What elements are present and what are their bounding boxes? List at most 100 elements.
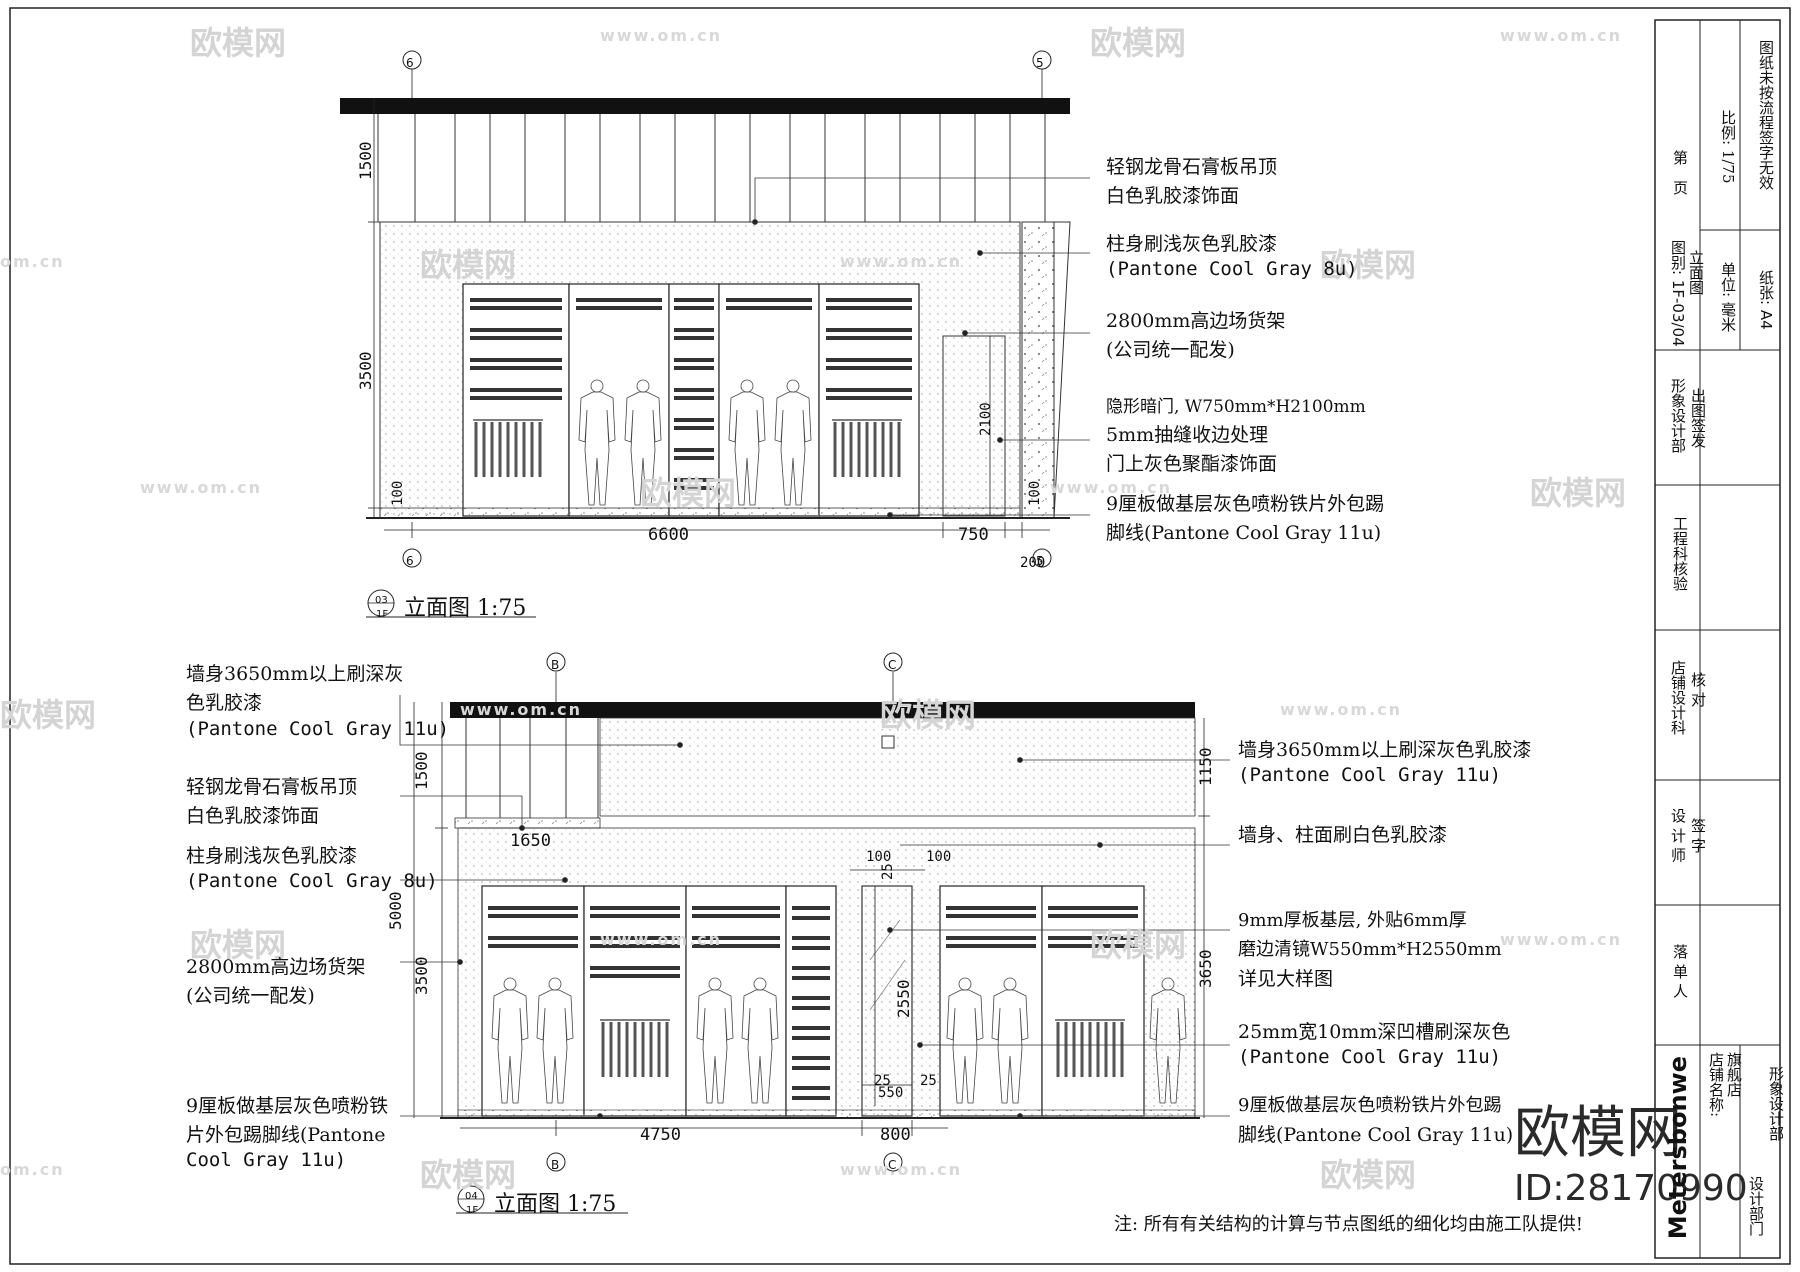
note-text: 磨边清镜W550mm*H2550mm	[1238, 939, 1502, 960]
note-text: (公司统一配发)	[1106, 339, 1235, 361]
dim-text: 25	[880, 863, 896, 880]
axis-label: B	[551, 1158, 560, 1172]
tb-dept-issue: 出图签发	[1689, 388, 1707, 448]
note-text: 门上灰色聚酯漆饰面	[1106, 453, 1278, 475]
tb-store-design: 店铺设计科	[1669, 660, 1687, 735]
watermark-url: www.om.cn	[460, 700, 583, 719]
watermark-url: www.om.cn	[840, 252, 963, 271]
axis-label: 5	[1036, 554, 1044, 568]
dim-text: 4750	[640, 1125, 681, 1145]
tb-design-dept: 设计部门	[1747, 1176, 1765, 1236]
note-text: 5mm抽缝收边处理	[1106, 424, 1269, 446]
watermark-url: www.om.cn	[1050, 478, 1173, 497]
elevation-2	[399, 652, 1230, 1214]
elevation-1	[340, 50, 1090, 618]
note-text: 详见大样图	[1238, 968, 1334, 990]
note-text: 轻钢龙骨石膏板吊顶	[186, 776, 358, 798]
dim-text: 3500	[356, 351, 375, 390]
axis-label: C	[888, 1158, 897, 1172]
tb-unit: 单位: 毫米	[1719, 262, 1737, 332]
note-text: 25mm宽10mm深凹槽刷深灰色	[1238, 1021, 1511, 1043]
note-text: 9厘板做基层灰色喷粉铁片外包踢	[1238, 1095, 1502, 1116]
watermark-brand: 欧模网	[1090, 926, 1187, 964]
dim-text: 550	[878, 1085, 904, 1101]
note-text: Cool Gray 11u)	[186, 1149, 347, 1171]
dim-text: 1500	[356, 141, 375, 180]
watermark-brand: 欧模网	[1320, 246, 1417, 284]
watermark-url: www.om.cn	[600, 930, 723, 949]
watermark-url: www.om.cn	[1280, 700, 1403, 719]
note-text: 片外包踢脚线(Pantone	[186, 1124, 386, 1146]
note-text: 柱身刷浅灰色乳胶漆	[1106, 233, 1278, 255]
elevation-tag: 04	[465, 1191, 478, 1202]
note-text: 白色乳胶漆饰面	[186, 805, 320, 827]
note-text: 墙身、柱面刷白色乳胶漆	[1238, 824, 1448, 846]
dim-text: 1500	[412, 751, 431, 790]
tb-design-dept: 形象设计部	[1767, 1066, 1785, 1141]
tb-paper: 纸张: A4	[1757, 270, 1775, 330]
dim-text: 1650	[510, 831, 551, 851]
note-text: 白色乳胶漆饰面	[1106, 185, 1240, 207]
dim-text: 3650	[1196, 949, 1215, 988]
tb-scale: 比例: 1/75	[1719, 110, 1737, 184]
watermark-brand: 欧模网	[1530, 474, 1627, 512]
note-text: (公司统一配发)	[186, 985, 315, 1007]
watermark-brand: 欧模网	[880, 696, 977, 734]
watermark-brand: 欧模网	[420, 246, 517, 284]
elevation-title: 立面图 1:75	[404, 596, 527, 621]
tb-eng-check: 工程科核验	[1671, 516, 1689, 591]
watermark-brand: 欧模网	[420, 1156, 517, 1194]
dim-text: 1150	[1196, 747, 1215, 786]
tb-drawing-no: 图别: 1F-03/04	[1669, 240, 1687, 347]
dim-text: 5000	[386, 891, 405, 930]
dim-text: 2100	[978, 402, 994, 436]
note-text: (Pantone Cool Gray 11u)	[1238, 764, 1502, 786]
watermark-url: www.om.cn	[1500, 930, 1623, 949]
dim-text: 200	[1020, 555, 1046, 571]
watermark-brand: 欧模网	[0, 696, 97, 734]
footnote: 注: 所有有关结构的计算与节点图纸的细化均由施工队提供!	[1114, 1214, 1584, 1235]
note-text: 隐形暗门, W750mm*H2100mm	[1106, 397, 1366, 417]
note-text: 2800mm高边场货架	[1106, 310, 1286, 332]
tb-drawing-name: 立面图	[1687, 250, 1705, 295]
watermark-id: ID:28170990	[1514, 1168, 1748, 1209]
watermark-url: www.om.cn	[1500, 26, 1623, 45]
axis-label: 6	[406, 56, 414, 70]
note-text: 色乳胶漆	[186, 692, 263, 714]
note-text: 柱身刷浅灰色乳胶漆	[186, 845, 358, 867]
note-text: (Pantone Cool Gray 11u)	[186, 718, 450, 740]
brand-logo: Metersbonwe	[1664, 1056, 1692, 1240]
tb-designer: 签 字	[1689, 818, 1707, 853]
watermark-logo: 欧模网	[1514, 1101, 1682, 1166]
watermark-brand: 欧模网	[190, 926, 287, 964]
tb-invalid: 图纸未按流程签字无效	[1757, 40, 1775, 190]
note-text: (Pantone Cool Gray 8u)	[1106, 258, 1358, 280]
dim-text: 25	[874, 1073, 891, 1089]
dim-text: 2550	[894, 979, 913, 1018]
watermark-brand: 欧模网	[1090, 24, 1187, 62]
dim-text: 800	[880, 1125, 911, 1145]
note-text: 脚线(Pantone Cool Gray 11u)	[1238, 1124, 1514, 1146]
axis-label: C	[888, 658, 897, 672]
watermark-brand: 欧模网	[190, 24, 287, 62]
tb-page: 第 页	[1671, 150, 1689, 195]
note-text: (Pantone Cool Gray 11u)	[1238, 1046, 1502, 1068]
dim-text: 100	[390, 480, 406, 506]
note-text: 墙身3650mm以上刷深灰	[186, 663, 404, 685]
dim-text: 6600	[648, 525, 689, 545]
watermark-url: www.om.cn	[600, 26, 723, 45]
elevation-title: 立面图 1:75	[494, 1192, 617, 1217]
note-text: 9mm厚板基层, 外贴6mm厚	[1238, 910, 1467, 931]
dim-text: 3500	[412, 956, 431, 995]
axis-label: 6	[406, 554, 414, 568]
note-text: 9厘板做基层灰色喷粉铁片外包踢	[1106, 493, 1385, 515]
tb-designer: 设 计 师	[1669, 808, 1687, 863]
note-text: (Pantone Cool Gray 8u)	[186, 870, 438, 892]
elevation-tag: 1F	[376, 609, 389, 620]
axis-label: 5	[1036, 56, 1044, 70]
note-text: 9厘板做基层灰色喷粉铁	[186, 1095, 389, 1117]
dim-text: 750	[958, 525, 989, 545]
elevation-tag: 1F	[466, 1205, 479, 1216]
